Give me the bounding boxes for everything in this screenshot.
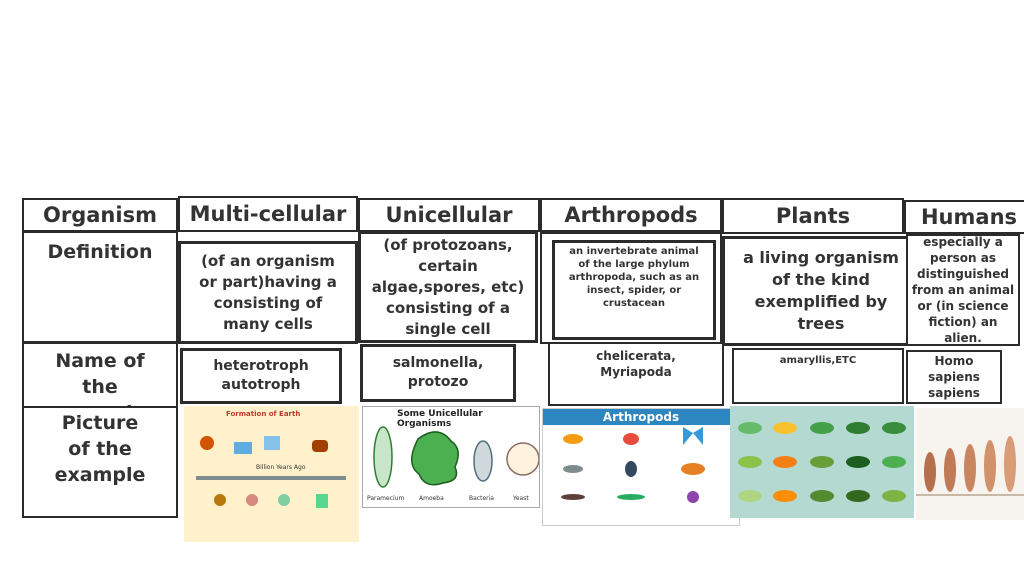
ground-line bbox=[916, 494, 1024, 496]
dinosaur-icon bbox=[312, 440, 328, 452]
organism-drawings bbox=[373, 426, 539, 488]
definition-multicellular: (of an organism or part)having a consist… bbox=[178, 241, 358, 344]
name-multicellular-text: heterotroph autotroph bbox=[213, 358, 309, 393]
leaf-icon bbox=[738, 490, 762, 502]
amoeba-shape bbox=[411, 431, 459, 486]
leaf-icon bbox=[738, 456, 762, 468]
unicellular-organisms-picture: Some Unicellular Organisms Paramecium Am… bbox=[362, 406, 540, 508]
figure-icon bbox=[924, 452, 936, 492]
ladybug-icon bbox=[623, 433, 639, 445]
figure-icon bbox=[984, 440, 996, 492]
header-multicellular: Multi-cellular bbox=[178, 196, 358, 232]
human-evolution-drawing bbox=[916, 436, 1024, 496]
row-label-picture: Picture of the example bbox=[22, 406, 178, 518]
header-organism-label: Organism bbox=[43, 203, 157, 227]
earth-axis-label: Billion Years Ago bbox=[256, 464, 306, 471]
crab-icon bbox=[681, 463, 705, 475]
definition-plants-text: a living organism of the kind exemplifie… bbox=[743, 248, 899, 333]
caterpillar-icon bbox=[617, 494, 645, 500]
name-arthropods-text: chelicerata, Myriapoda bbox=[596, 349, 676, 379]
leaf-drawings bbox=[738, 422, 906, 502]
name-unicellular-text: salmonella, protozo bbox=[392, 355, 484, 390]
algae-icon bbox=[278, 494, 290, 506]
oceans-icon bbox=[234, 442, 252, 454]
name-unicellular: salmonella, protozo bbox=[360, 344, 516, 402]
butterfly-icon bbox=[683, 427, 703, 445]
header-humans: Humans bbox=[904, 200, 1024, 234]
header-multicellular-label: Multi-cellular bbox=[189, 202, 347, 226]
definition-arthropods-text: an invertebrate animal of the large phyl… bbox=[568, 246, 700, 309]
definition-humans-text: especially a person as distinguished fro… bbox=[911, 235, 1015, 345]
header-arthropods: Arthropods bbox=[540, 198, 722, 232]
bacteria-shape bbox=[473, 440, 493, 482]
figure-icon bbox=[964, 444, 976, 492]
header-organism: Organism bbox=[22, 198, 178, 232]
unicellular-picture-title: Some Unicellular Organisms bbox=[397, 409, 483, 429]
leaf-icon bbox=[882, 456, 906, 468]
name-plants: amaryllis,ETC bbox=[732, 348, 904, 404]
figure-icon bbox=[1004, 436, 1016, 492]
definition-arthropods: an invertebrate animal of the large phyl… bbox=[552, 240, 716, 340]
plants-picture bbox=[730, 406, 914, 518]
earth-planet-icon bbox=[200, 436, 214, 450]
leaf-icon bbox=[882, 490, 906, 502]
leaf-icon bbox=[773, 490, 797, 502]
humans-picture bbox=[916, 408, 1024, 520]
header-plants: Plants bbox=[722, 198, 904, 234]
formation-of-earth-title: Formation of Earth bbox=[226, 410, 301, 418]
bacteria-icon bbox=[214, 494, 226, 506]
arthropods-picture: Arthropods bbox=[542, 408, 740, 526]
paramecium-label: Paramecium bbox=[367, 495, 405, 502]
row-label-definition-text: Definition bbox=[47, 241, 153, 263]
leaf-icon bbox=[846, 422, 870, 434]
name-arthropods: chelicerata, Myriapoda bbox=[548, 342, 724, 406]
ant-icon bbox=[561, 494, 585, 500]
name-humans-text: Homo sapiens sapiens bbox=[928, 354, 980, 400]
yeast-shape bbox=[506, 442, 539, 476]
fly-icon bbox=[563, 465, 583, 473]
header-unicellular: Unicellular bbox=[358, 198, 540, 232]
header-plants-label: Plants bbox=[775, 204, 851, 228]
leaf-icon bbox=[810, 490, 834, 502]
leaf-icon bbox=[882, 422, 906, 434]
spider-icon bbox=[687, 491, 699, 503]
header-humans-label: Humans bbox=[920, 205, 1018, 229]
definition-unicellular-text: (of protozoans, certain algae,spores, et… bbox=[371, 235, 525, 338]
header-unicellular-label: Unicellular bbox=[385, 203, 513, 227]
row-label-definition: Definition bbox=[22, 231, 178, 343]
row-label-picture-text: Picture of the example bbox=[54, 412, 146, 486]
row-label-name: Name of the example bbox=[22, 342, 178, 424]
header-arthropods-label: Arthropods bbox=[564, 203, 698, 227]
leaf-icon bbox=[846, 456, 870, 468]
arthropods-picture-title: Arthropods bbox=[543, 409, 739, 425]
cells-icon bbox=[246, 494, 258, 506]
definition-plants: a living organism of the kind exemplifie… bbox=[722, 236, 920, 346]
leaf-icon bbox=[846, 490, 870, 502]
definition-multicellular-text: (of an organism or part)having a consist… bbox=[199, 251, 337, 333]
insect-drawings bbox=[561, 427, 705, 503]
paramecium-shape bbox=[373, 426, 393, 488]
bee-icon bbox=[563, 434, 583, 444]
timeline-bar bbox=[196, 476, 346, 480]
figure-icon bbox=[944, 448, 956, 492]
yeast-label: Yeast bbox=[513, 495, 529, 502]
life-icon bbox=[264, 436, 280, 450]
leaf-icon bbox=[738, 422, 762, 434]
amoeba-label: Amoeba bbox=[419, 495, 444, 502]
definition-unicellular: (of protozoans, certain algae,spores, et… bbox=[358, 231, 538, 343]
plants-icon bbox=[316, 494, 328, 508]
leaf-icon bbox=[810, 422, 834, 434]
formation-of-earth-picture: Formation of Earth Billion Years Ago bbox=[184, 406, 359, 542]
leaf-icon bbox=[810, 456, 834, 468]
definition-humans: especially a person as distinguished fro… bbox=[906, 234, 1020, 346]
name-multicellular: heterotroph autotroph bbox=[180, 348, 342, 404]
name-plants-text: amaryllis,ETC bbox=[779, 355, 857, 366]
bacteria-label: Bacteria bbox=[469, 495, 494, 502]
beetle-icon bbox=[625, 461, 637, 477]
leaf-icon bbox=[773, 422, 797, 434]
name-humans: Homo sapiens sapiens bbox=[906, 350, 1002, 404]
leaf-icon bbox=[773, 456, 797, 468]
